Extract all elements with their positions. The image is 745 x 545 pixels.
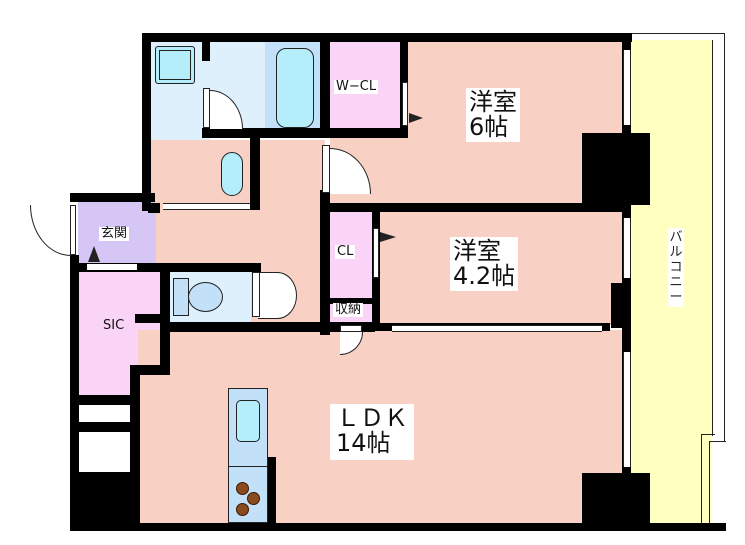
wall-entrance-bottom (78, 263, 261, 272)
toilet-bowl-icon (188, 282, 223, 312)
wall-room6-bottom (320, 203, 630, 212)
wall-wcl-bottom (325, 128, 408, 138)
wall-cabinet-divider (70, 422, 140, 432)
entrance-arrow-icon (88, 246, 100, 262)
pillar-lower-right (582, 473, 650, 528)
balcony-outer-step (709, 441, 726, 526)
storage-label: 収納 (333, 302, 364, 317)
walk-in-closet-label: W−CL (334, 79, 379, 94)
ldk-label: ＬＤＫ 14帖 (330, 404, 414, 461)
wall-right-upper (622, 33, 631, 530)
wall-sic-right (160, 265, 170, 375)
cabinet-2 (80, 432, 132, 472)
room6-label: 洋室 6帖 (466, 88, 520, 143)
pillar-mid-right (611, 283, 631, 328)
wall-top (142, 33, 632, 42)
sic-label: SIC (103, 318, 125, 333)
balcony-label: バルコニー (668, 228, 684, 307)
wall-kitchen-back (268, 457, 276, 525)
wall-left-wet (142, 33, 151, 211)
washroom-door-leaf (203, 88, 210, 128)
wall-hall-right (320, 190, 330, 335)
wall-entrance-top (70, 193, 155, 202)
entrance-door-leaf (70, 205, 76, 255)
bathtub-icon (276, 48, 314, 128)
cl-door-leaf (373, 228, 379, 278)
ldk-floor-notch (168, 330, 330, 375)
entrance-step (87, 264, 137, 270)
wall-sic-step (130, 365, 170, 375)
wall-bottom-left-block (70, 472, 140, 527)
cabinet-1 (80, 405, 132, 422)
room6-size: 6帖 (469, 113, 509, 142)
window-room42[interactable] (623, 218, 631, 278)
washroom-sliding-door[interactable] (163, 203, 250, 210)
room42-label: 洋室 4.2帖 (450, 237, 519, 292)
washbasin-icon (221, 152, 243, 196)
sliding-door-room42[interactable] (392, 325, 602, 332)
cl-arrow-icon (380, 232, 396, 242)
ldk-name: ＬＤＫ (336, 404, 408, 432)
balcony-rail-step (701, 434, 715, 526)
room42-name: 洋室 (453, 237, 501, 265)
pillar-upper-right (582, 133, 650, 205)
wall-bottom (70, 523, 726, 531)
wall-left-outer (70, 255, 79, 530)
washing-machine-icon (155, 46, 195, 84)
stove-burner-icon (247, 492, 260, 505)
toilet-tank-icon (173, 278, 189, 316)
kitchen-sink-icon (236, 400, 260, 442)
balcony-outer-line (630, 33, 725, 441)
wall-wet-bottom (148, 203, 160, 213)
wall-washroom-mid (202, 128, 330, 138)
room42-size: 4.2帖 (453, 262, 516, 291)
storage-door-leaf (340, 325, 362, 332)
toilet-door-leaf (252, 272, 260, 317)
wcl-arrow-icon (409, 113, 423, 123)
wall-ldk-left (130, 365, 140, 525)
room6-door-leaf (322, 145, 330, 193)
wcl-door-leaf (402, 82, 408, 126)
wall-washroom-divider (202, 33, 210, 61)
wall-cl-storage (325, 298, 375, 304)
wall-sic-bottom (70, 395, 140, 405)
kitchen-divider (228, 466, 268, 467)
wall-sic-stub (135, 314, 165, 323)
stove-burner-icon (236, 503, 249, 516)
closet-label: CL (335, 244, 356, 259)
ldk-size: 14帖 (336, 429, 391, 458)
window-room6[interactable] (623, 50, 631, 125)
wall-washroom-hallway (250, 135, 260, 210)
balcony-rail-top (630, 40, 713, 436)
entrance-label: 玄関 (99, 226, 130, 241)
wall-bath-right (320, 33, 330, 138)
stove-burner-icon (236, 482, 249, 495)
window-ldk[interactable] (623, 352, 631, 467)
room6-name: 洋室 (469, 88, 517, 116)
toilet-door[interactable] (258, 272, 297, 319)
entrance-door[interactable] (30, 205, 71, 256)
wall-toilet-bottom (160, 322, 375, 332)
